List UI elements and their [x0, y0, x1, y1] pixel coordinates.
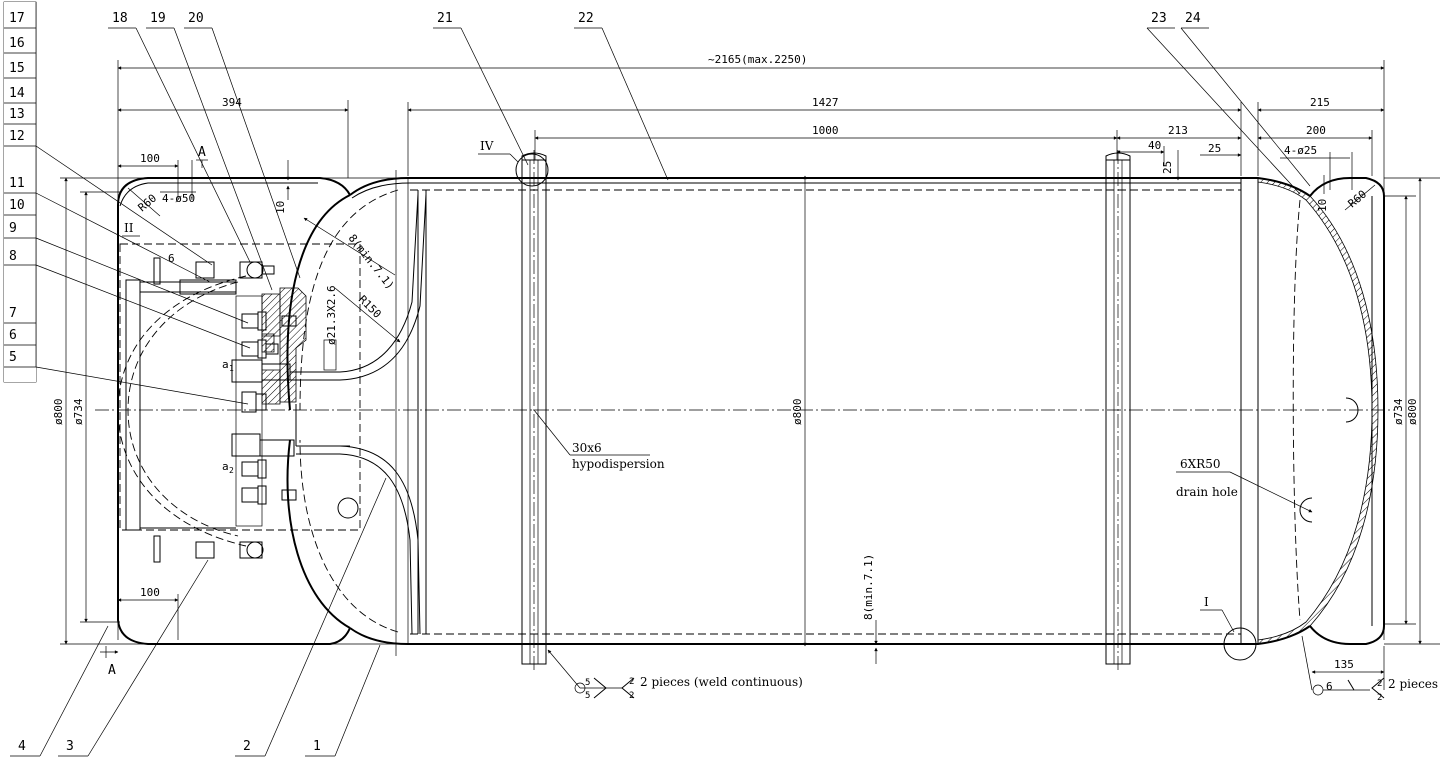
part-number-15: 15: [9, 61, 25, 76]
part-number-6: 6: [9, 328, 17, 343]
dim-100-top: 100: [140, 152, 160, 165]
detail-i-label: I: [1204, 595, 1209, 609]
part-number-column: 17 16 15 14 13 12 11 10 9 8 7 6 5: [3, 1, 37, 383]
part-number-8: 8: [9, 249, 17, 264]
part-number-4: 4: [18, 739, 26, 754]
section-a-top: A: [198, 145, 206, 160]
dim-r60-left: R60: [136, 192, 160, 215]
dim-overall: ~2165(max.2250): [708, 53, 807, 66]
part-number-18: 18: [112, 11, 128, 26]
dim-100-bottom: 100: [140, 586, 160, 599]
part-number-2: 2: [243, 739, 251, 754]
part-number-9: 9: [9, 221, 17, 236]
note-drain-text: drain hole: [1176, 485, 1238, 499]
centrelines: ø800 8(min.7.1): [95, 150, 1395, 670]
dim-215: 215: [1310, 96, 1330, 109]
bottom-part-numbers: 4 3 2 1: [10, 477, 387, 757]
part-number-16: 16: [9, 36, 25, 51]
part-number-20: 20: [188, 11, 204, 26]
part-number-7: 7: [9, 306, 17, 321]
flange-assembly: II 6: [100, 193, 427, 678]
weld-a2-sub: 2: [229, 466, 234, 475]
weld-2b: 2: [629, 691, 634, 701]
weld-2a: 2: [629, 677, 634, 687]
dim-dia800-mid: ø800: [791, 399, 804, 426]
dim-dia734-left: ø734: [72, 398, 85, 425]
dim-394: 394: [222, 96, 242, 109]
note-hypo-size: 30x6: [572, 441, 602, 455]
dim-dia800-right: ø800: [1406, 399, 1419, 426]
dim-dia734-right: ø734: [1392, 398, 1405, 425]
note-drain-size: 6XR50: [1180, 457, 1220, 471]
part-number-13: 13: [9, 107, 25, 122]
dim-dia800-left: ø800: [52, 399, 65, 426]
top-dimensions: ~2165(max.2250) 394 1427 215 1000 213 20…: [117, 53, 1385, 640]
part-number-24: 24: [1185, 11, 1201, 26]
part-number-22: 22: [578, 11, 594, 26]
part-number-17: 17: [9, 11, 25, 26]
weld-a1: a: [222, 358, 229, 371]
dim-1000: 1000: [812, 124, 839, 137]
part-number-1: 1: [313, 739, 321, 754]
weld-2d: 2: [1377, 693, 1382, 703]
top-part-numbers: 18 19 20 21 22 23 24: [108, 11, 1311, 291]
part-number-11: 11: [9, 176, 25, 191]
part-number-19: 19: [150, 11, 166, 26]
note-weld-right: 2 pieces: [1388, 677, 1438, 691]
part-number-10: 10: [9, 198, 25, 213]
right-diameter-dims: ø800 ø734: [1384, 177, 1440, 645]
dim-6-lug: 6: [168, 252, 175, 265]
left-diameter-dims: ø800 ø734: [52, 177, 408, 645]
dim-25-vertical: 25: [1161, 161, 1174, 174]
dim-213: 213: [1168, 124, 1188, 137]
part-number-21: 21: [437, 11, 453, 26]
dim-40: 40: [1148, 139, 1161, 152]
weld-a2: a: [222, 460, 229, 473]
left-leader-lines: [35, 145, 251, 405]
weld-5a: 5: [585, 678, 590, 688]
section-a-bottom: A: [108, 663, 116, 678]
part-number-5: 5: [9, 350, 17, 365]
dim-shell-thickness-bottom: 8(min.7.1): [862, 554, 875, 620]
part-number-23: 23: [1151, 11, 1167, 26]
weld-5b: 5: [585, 691, 590, 701]
dim-holes-right: 4-ø25: [1284, 144, 1317, 157]
part-number-14: 14: [9, 86, 25, 101]
detail-iv-label: IV: [480, 139, 494, 153]
dim-10-left: 10: [274, 201, 287, 214]
dim-25-horizontal: 25: [1208, 142, 1221, 155]
dim-pipe: ø21.3X2.6: [325, 285, 338, 345]
weld-6: 6: [1326, 680, 1333, 693]
support-rings: IV: [478, 139, 1131, 665]
weld-2c: 2: [1377, 679, 1382, 689]
part-number-3: 3: [66, 739, 74, 754]
detail-ii-label: II: [124, 221, 134, 235]
dim-shell-thickness: 8(min.7.1): [346, 232, 397, 292]
dim-1427: 1427: [812, 96, 839, 109]
vessel-shell: I: [117, 170, 1385, 661]
note-weld-left: 2 pieces (weld continuous): [640, 675, 803, 689]
notes: 30x6 hypodispersion 6XR50 drain hole 5 5…: [533, 397, 1438, 703]
part-number-12: 12: [9, 129, 25, 144]
dim-135: 135: [1334, 658, 1354, 671]
dim-200: 200: [1306, 124, 1326, 137]
bolt-stack: [195, 261, 340, 559]
note-hypo-text: hypodispersion: [572, 457, 665, 471]
weld-a1-sub: 1: [229, 364, 234, 373]
dim-holes-left: 4-ø50: [162, 192, 195, 205]
